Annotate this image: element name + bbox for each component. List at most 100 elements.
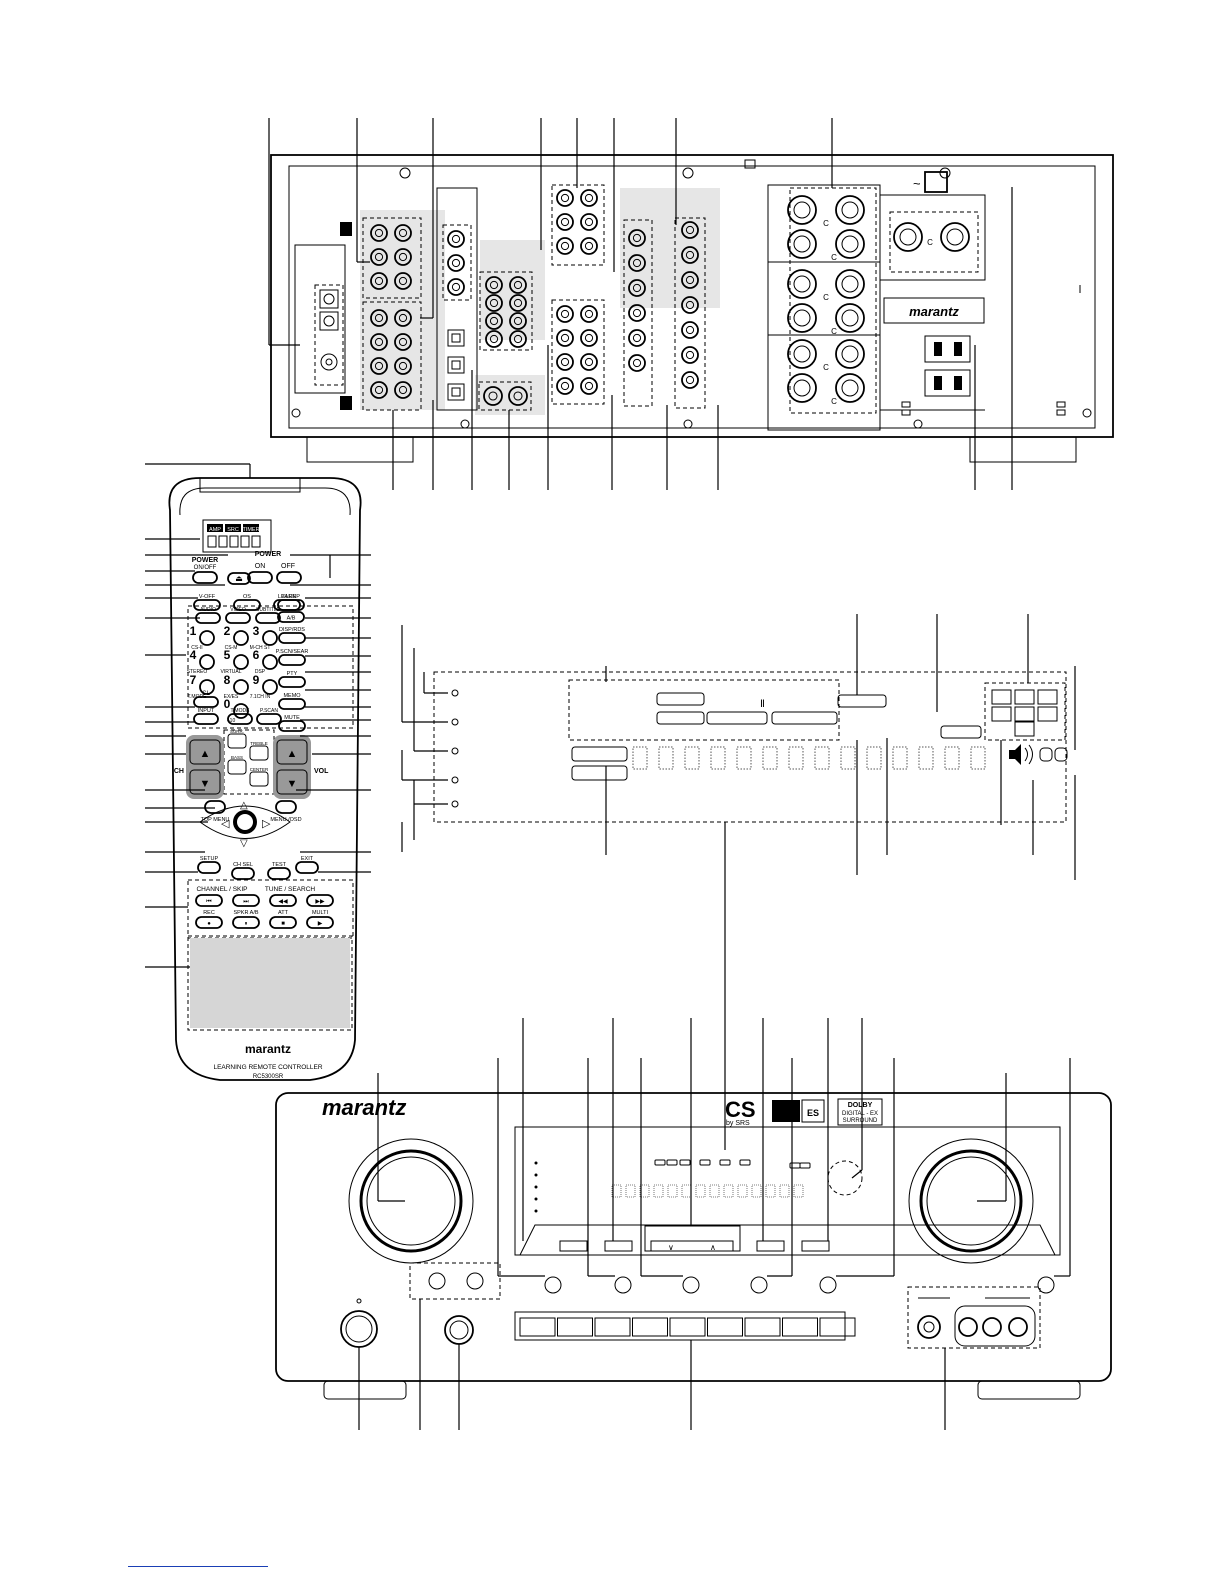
speaker-indicator: [991, 689, 1012, 705]
tone-key-3[interactable]: [249, 771, 269, 787]
transport-top-3[interactable]: [306, 894, 334, 907]
tone-key-0[interactable]: [227, 733, 247, 749]
tone-key-2[interactable]: [249, 745, 269, 761]
ab-button[interactable]: [277, 611, 305, 623]
terminal-label: C: [823, 219, 829, 228]
transport-head-0: CHANNEL / SKIP: [196, 886, 247, 893]
front-source-button[interactable]: [669, 1317, 706, 1337]
front-source-button[interactable]: [707, 1317, 743, 1337]
rca-jack-center: [513, 391, 523, 401]
pscan-button[interactable]: [256, 713, 282, 725]
row2-1[interactable]: [233, 599, 261, 611]
test-button[interactable]: [267, 867, 291, 880]
menu-button[interactable]: [275, 800, 297, 814]
num-key-0[interactable]: [233, 703, 249, 719]
num-key-2[interactable]: [233, 630, 249, 646]
test-button-label: TEST: [272, 862, 287, 868]
rca-jack-center: [513, 298, 523, 308]
side-1[interactable]: [278, 654, 306, 666]
mode-2[interactable]: [255, 612, 281, 624]
front-source-button[interactable]: [819, 1317, 856, 1337]
transport-bot-2[interactable]: [269, 916, 297, 929]
chsel-button[interactable]: [231, 867, 255, 880]
transport-head-1: TUNE / SEARCH: [265, 886, 316, 893]
svg-text:▼: ▼: [200, 778, 211, 790]
front-source-button[interactable]: [632, 1317, 668, 1337]
front-char-cell: [653, 1184, 664, 1198]
num-key-9[interactable]: [262, 679, 278, 695]
lcd-digit: [207, 535, 217, 548]
rca-jack-center: [374, 228, 384, 238]
rca-jack-center: [685, 225, 695, 235]
top-menu-button[interactable]: [204, 800, 226, 814]
transport-top-0[interactable]: [195, 894, 223, 907]
rca-jack-center: [398, 252, 408, 262]
rca-jack-center: [451, 282, 461, 292]
off-button[interactable]: [276, 571, 302, 584]
num-key-7[interactable]: [199, 679, 215, 695]
front-source-button[interactable]: [519, 1317, 556, 1337]
front-char-cell: [723, 1184, 734, 1198]
speaker-indicator: [1037, 689, 1058, 705]
power-button[interactable]: [192, 571, 218, 584]
front-char-cell: [681, 1184, 692, 1198]
rca-jack: [485, 312, 503, 330]
front-source-button[interactable]: [557, 1317, 593, 1337]
on-button[interactable]: [247, 571, 273, 584]
speaker-terminal: [787, 339, 817, 369]
transport-top-1[interactable]: [232, 894, 260, 907]
num-key-3[interactable]: [262, 630, 278, 646]
sleep-button[interactable]: [277, 599, 305, 611]
mode-1-label: VIDEO: [230, 607, 246, 613]
side-4[interactable]: [278, 720, 306, 732]
exit-button-label: EXIT: [301, 856, 314, 862]
rca-jack: [556, 189, 574, 207]
rca-jack: [370, 333, 388, 351]
rca-jack-center: [451, 234, 461, 244]
num-key-8[interactable]: [233, 679, 249, 695]
rca-jack: [681, 346, 699, 364]
mode-1[interactable]: [225, 612, 251, 624]
side-3[interactable]: [278, 698, 306, 710]
num-key-4[interactable]: [199, 654, 215, 670]
front-source-button[interactable]: [744, 1317, 781, 1337]
display-symbol: Ⅱ: [760, 699, 765, 710]
speaker-terminal: [835, 373, 865, 403]
rca-jack: [370, 272, 388, 290]
transport-bot-3[interactable]: [306, 916, 334, 929]
side-0[interactable]: [278, 632, 306, 644]
side-2[interactable]: [278, 676, 306, 688]
transport-bot-0[interactable]: [195, 916, 223, 929]
row2-0[interactable]: [193, 599, 221, 611]
exit-button[interactable]: [295, 861, 319, 874]
front-char-cell: [625, 1184, 636, 1198]
num-key-6[interactable]: [262, 654, 278, 670]
remote-subtitle: LEARNING REMOTE CONTROLLER: [213, 1064, 322, 1071]
tone-key-1[interactable]: [227, 759, 247, 775]
setup-button[interactable]: [197, 861, 221, 874]
tone-button-label: T.MODE: [231, 708, 251, 714]
eject-button[interactable]: [227, 572, 251, 585]
cl-button[interactable]: [193, 696, 219, 708]
num-key-5[interactable]: [233, 654, 249, 670]
svg-text:▲: ▲: [200, 748, 211, 760]
front-source-button[interactable]: [782, 1317, 818, 1337]
terminal-label: C: [823, 293, 829, 302]
rca-jack-center: [560, 357, 570, 367]
transport-top-2[interactable]: [269, 894, 297, 907]
rca-jack: [483, 386, 503, 406]
input-button[interactable]: [193, 713, 219, 725]
remote-brand: marantz: [245, 1042, 291, 1056]
num-key-1[interactable]: [199, 630, 215, 646]
rca-jack: [580, 189, 598, 207]
ab-button-label: A/B: [287, 616, 296, 622]
speaker-terminal: [787, 269, 817, 299]
power-right-title: POWER: [255, 551, 281, 558]
speaker-terminal-core: [793, 345, 811, 363]
rca-jack: [580, 305, 598, 323]
footer-link-underline[interactable]: [128, 1566, 268, 1567]
tone-button[interactable]: [227, 713, 253, 725]
front-source-button[interactable]: [594, 1317, 631, 1337]
transport-bot-1[interactable]: [232, 916, 260, 929]
